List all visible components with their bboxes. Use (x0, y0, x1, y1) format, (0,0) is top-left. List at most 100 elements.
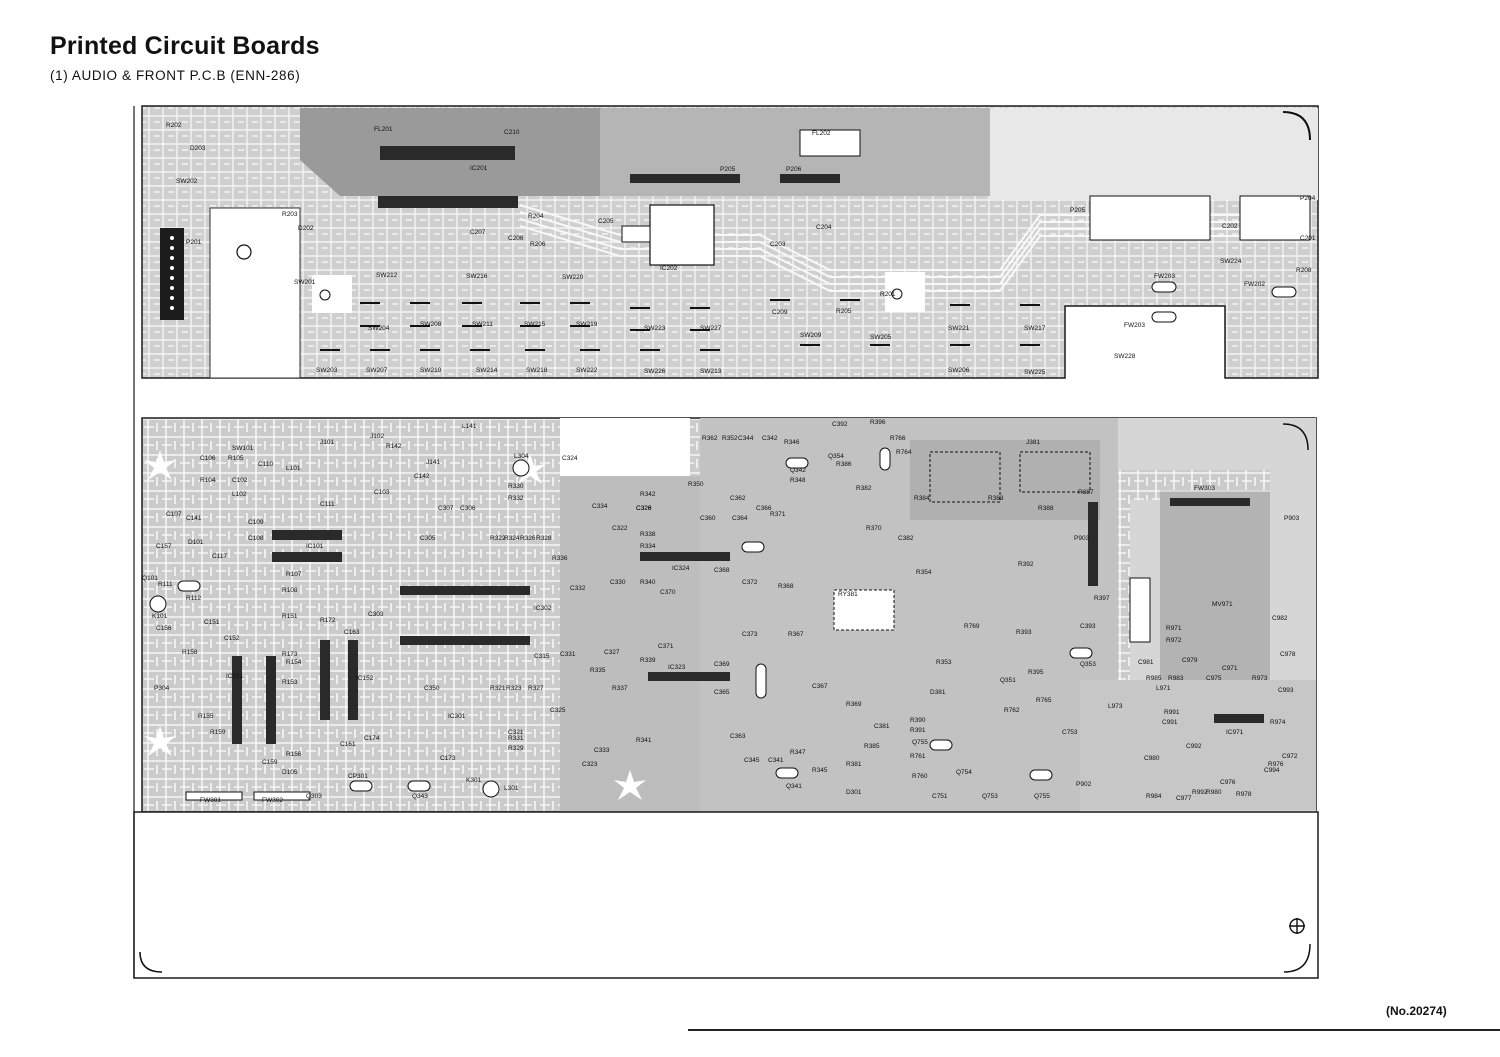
label-c325: C325 (550, 707, 566, 714)
connector-p205-right (1089, 195, 1211, 241)
label-r385: R385 (864, 743, 880, 750)
label-p902: P902 (1076, 781, 1092, 788)
label-c210: C210 (504, 129, 520, 136)
label-c110: C110 (258, 461, 273, 468)
label-c334: C334 (592, 503, 608, 510)
label-r151: R151 (282, 613, 298, 620)
label-fw303: FW303 (1194, 485, 1215, 492)
label-r766: R766 (890, 435, 906, 442)
label-c368: C368 (714, 567, 730, 574)
label-ic101: IC101 (306, 543, 324, 550)
label-r111: R111 (158, 581, 173, 588)
label-sw214: SW214 (476, 367, 498, 374)
label-r329: R329 (508, 745, 524, 752)
label-c209: C209 (772, 309, 788, 316)
fuse-fw301 (185, 791, 243, 801)
registration-mark-icon (1289, 918, 1305, 934)
label-ic971: IC971 (1226, 729, 1244, 736)
label-r337: R337 (612, 685, 628, 692)
label-c201: C201 (1300, 235, 1316, 242)
chip-ic151 (232, 656, 242, 744)
label-r201: R201 (880, 291, 896, 298)
label-r974: R974 (1270, 719, 1286, 726)
label-fw203a: FW203 (1154, 273, 1175, 280)
fuse-fw203-b (1151, 311, 1177, 323)
label-r391: R391 (910, 727, 926, 734)
label-c161: C161 (340, 741, 356, 748)
label-c157: C157 (156, 543, 172, 550)
label-k101: K101 (152, 613, 168, 620)
label-r368: R368 (778, 583, 794, 590)
label-r341: R341 (636, 737, 652, 744)
label-r347: R347 (790, 749, 806, 756)
label-d301: D301 (846, 789, 862, 796)
label-d202: D202 (298, 225, 314, 232)
label-cp301: CP301 (348, 773, 368, 780)
label-r764: R764 (896, 449, 912, 456)
mounting-hole-icon (891, 288, 903, 300)
label-sw224: SW224 (1220, 258, 1242, 265)
label-q341: Q341 (786, 783, 802, 790)
label-c106: C106 (200, 455, 216, 462)
label-r158: R158 (182, 649, 198, 656)
label-r321: R321 (490, 685, 506, 692)
label-sw101: SW101 (232, 445, 254, 452)
label-q303: Q303 (306, 793, 322, 800)
label-r396: R396 (870, 419, 886, 426)
label-p204: P204 (1300, 195, 1316, 202)
chip-ic323 (648, 672, 730, 681)
label-mv971: MV971 (1212, 601, 1233, 608)
chip-ic101 (272, 530, 342, 540)
label-c107: C107 (166, 511, 182, 518)
connector-fw303 (1170, 498, 1250, 506)
label-r342: R342 (640, 491, 656, 498)
label-c992: C992 (1186, 743, 1202, 750)
label-fw302: FW302 (262, 797, 283, 804)
label-r208: R208 (1296, 267, 1312, 274)
chip-ic324 (640, 552, 730, 561)
label-c331: C331 (560, 651, 576, 658)
label-ic301: IC301 (448, 713, 466, 720)
label-c333: C333 (594, 747, 610, 754)
label-d105: D105 (282, 769, 298, 776)
label-sw228: SW228 (1114, 353, 1136, 360)
label-sw202: SW202 (176, 178, 198, 185)
page-title: Printed Circuit Boards (50, 32, 320, 60)
label-c306: C306 (460, 505, 476, 512)
label-c303: C303 (368, 611, 384, 618)
label-c202: C202 (1222, 223, 1238, 230)
label-r381: R381 (846, 761, 862, 768)
label-ic152: IC152 (356, 675, 374, 682)
label-r978: R978 (1236, 791, 1252, 798)
label-c111: C111 (320, 501, 335, 508)
label-p205b: P205 (1070, 207, 1086, 214)
label-c204: C204 (816, 224, 832, 231)
label-r367: R367 (788, 631, 804, 638)
label-c978: C978 (1280, 651, 1296, 658)
label-r108: R108 (282, 587, 298, 594)
label-r393: R393 (1016, 629, 1032, 636)
front-board-cutout (209, 207, 301, 379)
label-j101: J101 (320, 439, 334, 446)
label-r353: R353 (936, 659, 952, 666)
label-r382: R382 (856, 485, 872, 492)
label-r336: R336 (552, 555, 568, 562)
label-r762: R762 (1004, 707, 1020, 714)
label-ic324: IC324 (672, 565, 690, 572)
label-c328: C328 (636, 505, 652, 512)
label-r330: R330 (508, 483, 524, 490)
label-r345: R345 (812, 767, 828, 774)
label-c109: C109 (248, 519, 264, 526)
label-fw301: FW301 (200, 797, 221, 804)
label-l101: L101 (286, 465, 301, 472)
label-r992: R992 (1192, 789, 1208, 796)
label-r397: R397 (1094, 595, 1110, 602)
label-r985: R985 (1146, 675, 1162, 682)
label-d203: D203 (190, 145, 206, 152)
chip-ic201-lower (378, 196, 518, 208)
label-sw223: SW223 (644, 325, 666, 332)
transistor-outlines (177, 447, 1093, 792)
label-c381: C381 (874, 723, 890, 730)
label-c307: C307 (438, 505, 454, 512)
mounting-hole-icon (149, 595, 167, 613)
